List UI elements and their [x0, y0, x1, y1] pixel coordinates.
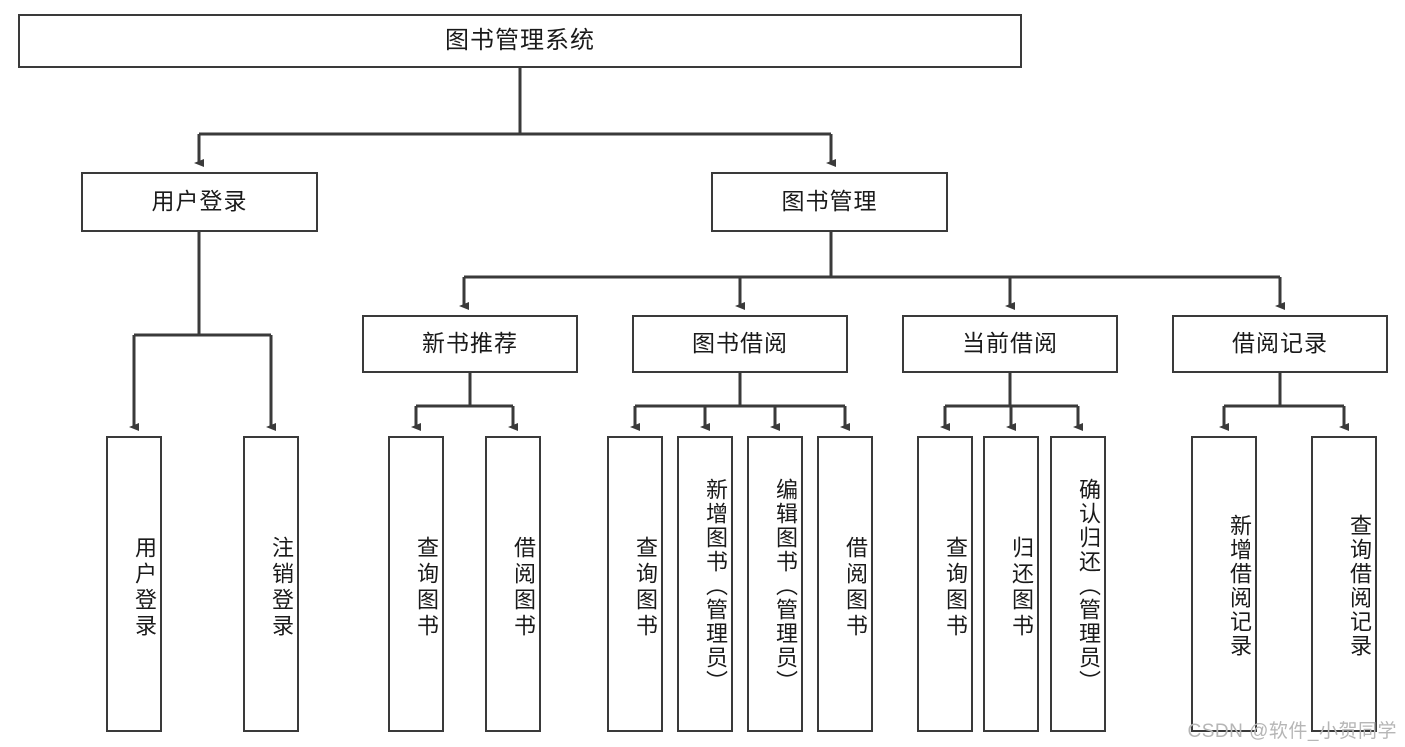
node-label: 新书推荐 [422, 330, 518, 357]
node-borrow-record[interactable]: 借阅记录 [1172, 315, 1388, 373]
node-book-borrow[interactable]: 图书借阅 [632, 315, 848, 373]
leaf-search-borrow-record[interactable]: 查询借阅记录 [1311, 436, 1377, 732]
node-label: 查询图书 [414, 536, 439, 640]
node-label: 借阅记录 [1232, 330, 1328, 357]
node-book-management[interactable]: 图书管理 [711, 172, 948, 232]
leaf-search-book-recommend[interactable]: 查询图书 [388, 436, 444, 732]
node-label: 编辑图书（管理员） [773, 478, 798, 694]
node-label: 确认归还（管理员） [1076, 478, 1101, 694]
leaf-logout[interactable]: 注销登录 [243, 436, 299, 732]
node-label: 借阅图书 [511, 536, 536, 640]
node-current-borrow[interactable]: 当前借阅 [902, 315, 1118, 373]
leaf-edit-book-admin[interactable]: 编辑图书（管理员） [747, 436, 803, 732]
watermark-text: CSDN @软件_小贺同学 [1187, 721, 1397, 742]
node-label: 用户登录 [151, 188, 248, 215]
node-label: 注销登录 [269, 536, 294, 640]
leaf-add-borrow-record[interactable]: 新增借阅记录 [1191, 436, 1257, 732]
node-label: 新增借阅记录 [1227, 514, 1252, 658]
node-new-book-recommend[interactable]: 新书推荐 [362, 315, 578, 373]
node-user-login[interactable]: 用户登录 [81, 172, 318, 232]
node-label: 图书管理系统 [445, 26, 595, 54]
leaf-borrow-book-recommend[interactable]: 借阅图书 [485, 436, 541, 732]
leaf-confirm-return-admin[interactable]: 确认归还（管理员） [1050, 436, 1106, 732]
node-label: 当前借阅 [962, 330, 1058, 357]
node-label: 查询图书 [633, 536, 658, 640]
node-label: 用户登录 [132, 536, 157, 640]
leaf-borrow-book[interactable]: 借阅图书 [817, 436, 873, 732]
leaf-add-book-admin[interactable]: 新增图书（管理员） [677, 436, 733, 732]
node-label: 查询借阅记录 [1347, 514, 1372, 658]
leaf-search-book-current[interactable]: 查询图书 [917, 436, 973, 732]
node-label: 图书借阅 [692, 330, 788, 357]
node-label: 归还图书 [1009, 536, 1034, 640]
node-label: 查询图书 [943, 536, 968, 640]
node-label: 借阅图书 [843, 536, 868, 640]
node-root-system[interactable]: 图书管理系统 [18, 14, 1022, 68]
node-label: 图书管理 [781, 188, 878, 215]
leaf-search-book-borrow[interactable]: 查询图书 [607, 436, 663, 732]
node-label: 新增图书（管理员） [703, 478, 728, 694]
leaf-user-login[interactable]: 用户登录 [106, 436, 162, 732]
leaf-return-book[interactable]: 归还图书 [983, 436, 1039, 732]
